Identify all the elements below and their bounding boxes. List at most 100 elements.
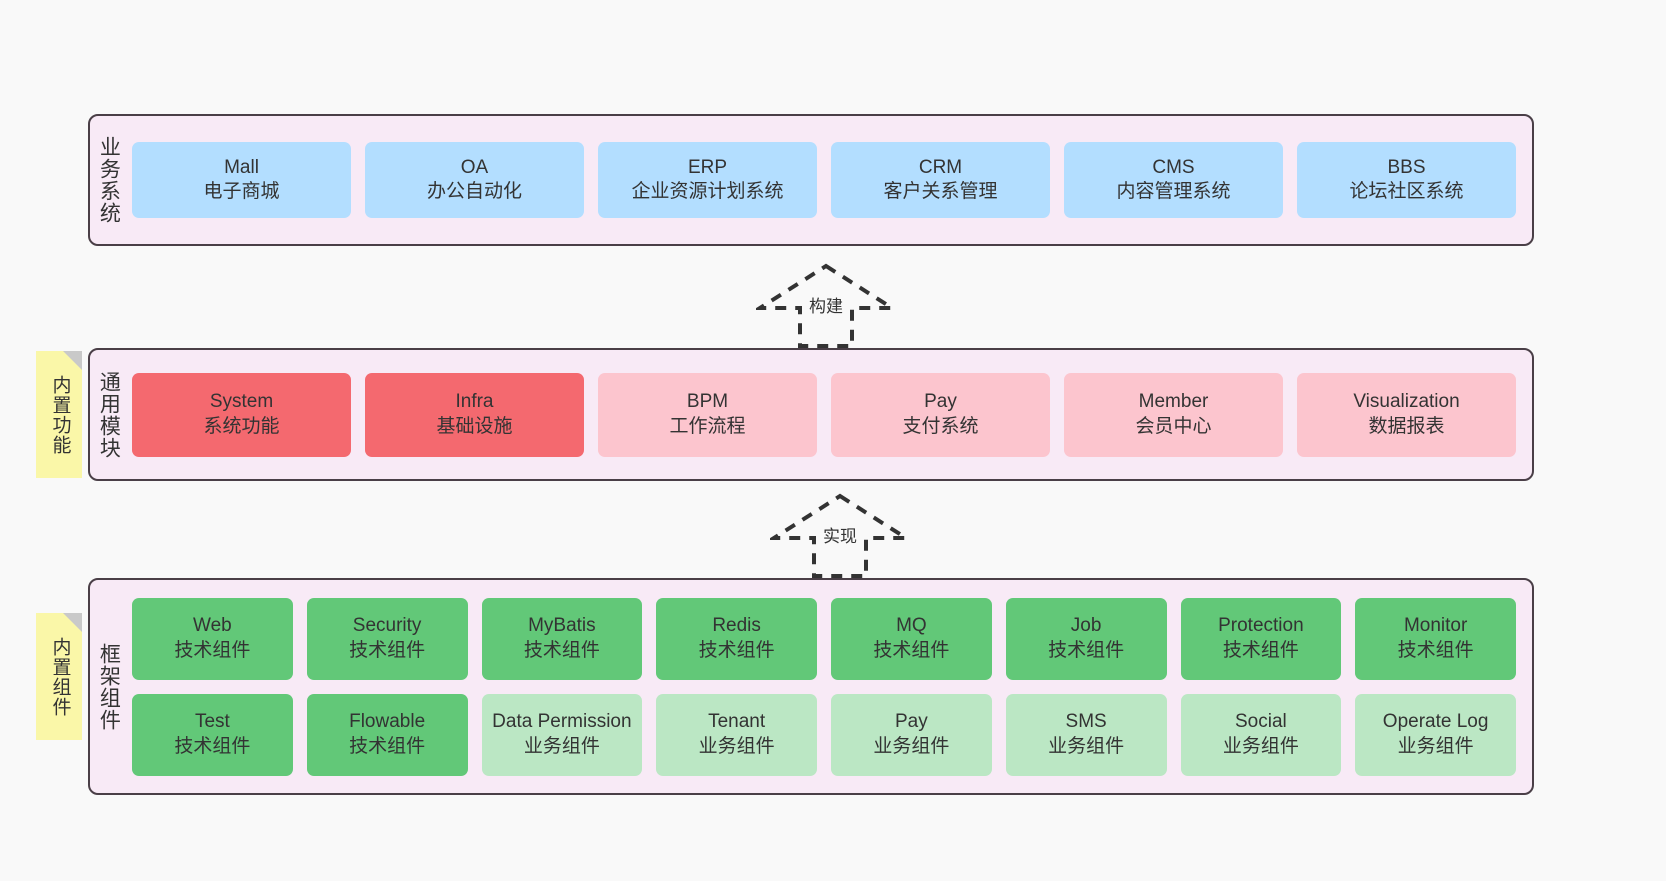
- note-builtin-function: 内置功能: [36, 351, 82, 478]
- business-card-oa[interactable]: OA 办公自动化: [365, 142, 584, 218]
- card-subtitle: 数据报表: [1368, 415, 1445, 437]
- card-title: SMS: [1065, 711, 1107, 733]
- card-subtitle: 电子商城: [203, 181, 280, 202]
- connector-build-icon: [756, 263, 896, 348]
- card-title: Social: [1235, 711, 1287, 733]
- card-subtitle: 技术组件: [523, 639, 600, 661]
- card-title: Protection: [1218, 615, 1304, 637]
- card-title: Test: [194, 711, 230, 733]
- card-subtitle: 支付系统: [902, 415, 979, 437]
- card-subtitle: 技术组件: [1397, 639, 1474, 661]
- card-subtitle: 技术组件: [1222, 639, 1299, 661]
- business-card-mall[interactable]: Mall 电子商城: [132, 142, 351, 218]
- business-system-card-row: Mall 电子商城 OA 办公自动化 ERP 企业资源计划系统 CRM 客户关系管理 CMS 内容…: [132, 142, 1516, 218]
- card-title: BBS: [1387, 156, 1426, 178]
- card-subtitle: 技术组件: [349, 639, 426, 661]
- card-title: Monitor: [1403, 615, 1468, 637]
- card-subtitle: 基础设施: [436, 415, 513, 437]
- note-builtin-component-label: 内置组件: [49, 636, 71, 717]
- card-title: Visualization: [1353, 391, 1460, 413]
- connector-build-arrow: 构建: [756, 262, 896, 348]
- business-system-layer: 业务系统 Mall 电子商城 OA 办公自动化 ERP 企业资源计划系统 CRM 客户关系管理…: [88, 114, 1534, 246]
- business-system-layer-caption: 业务系统: [97, 136, 121, 224]
- card-subtitle: 业务组件: [1048, 735, 1125, 757]
- card-subtitle: 论坛社区系统: [1349, 181, 1464, 202]
- card-subtitle: 会员中心: [1135, 415, 1212, 437]
- card-title: Mall: [224, 156, 259, 178]
- business-card-bbs[interactable]: BBS 论坛社区系统: [1297, 142, 1516, 218]
- common-module-layer-caption: 通用模块: [97, 370, 121, 459]
- card-subtitle: 技术组件: [1048, 639, 1125, 661]
- card-title: CMS: [1152, 156, 1195, 178]
- connector-build-label: 构建: [807, 292, 845, 317]
- card-title: MQ: [896, 615, 927, 637]
- card-subtitle: 技术组件: [873, 639, 950, 661]
- business-system-cards: Mall 电子商城 OA 办公自动化 ERP 企业资源计划系统 CRM 客户关系管理 CMS 内容…: [126, 116, 1532, 244]
- connector-implement-arrow: 实现: [770, 492, 910, 578]
- card-title: Redis: [712, 615, 761, 637]
- card-subtitle: 技术组件: [174, 735, 251, 757]
- card-title: Infra: [455, 391, 494, 413]
- card-title: Job: [1070, 615, 1102, 637]
- card-subtitle: 系统功能: [203, 415, 280, 437]
- card-title: ERP: [687, 156, 728, 178]
- card-title: OA: [460, 156, 489, 178]
- card-subtitle: 客户关系管理: [883, 181, 998, 202]
- business-card-cms[interactable]: CMS 内容管理系统: [1064, 142, 1283, 218]
- card-title: Security: [352, 615, 422, 637]
- business-card-crm[interactable]: CRM 客户关系管理: [831, 142, 1050, 218]
- business-card-erp[interactable]: ERP 企业资源计划系统: [598, 142, 817, 218]
- card-subtitle: 技术组件: [174, 639, 251, 661]
- card-title: CRM: [918, 156, 963, 178]
- note-builtin-component: 内置组件: [36, 613, 82, 740]
- framework-component-layer-caption: 框架组件: [97, 642, 121, 731]
- note-builtin-function-label: 内置功能: [49, 374, 71, 455]
- card-subtitle: 业务组件: [523, 735, 600, 757]
- card-title: Operate Log: [1382, 711, 1489, 733]
- card-title: Pay: [924, 391, 957, 413]
- card-subtitle: 业务组件: [698, 735, 775, 757]
- card-title: Tenant: [708, 711, 766, 733]
- card-subtitle: 业务组件: [873, 735, 950, 757]
- card-subtitle: 企业资源计划系统: [631, 181, 784, 202]
- connector-implement-label: 实现: [821, 522, 859, 547]
- card-title: Data Permission: [492, 711, 632, 733]
- card-subtitle: 技术组件: [349, 735, 426, 757]
- card-subtitle: 办公自动化: [426, 181, 522, 202]
- card-title: Member: [1138, 391, 1209, 413]
- card-title: Flowable: [349, 711, 426, 733]
- card-title: System: [209, 391, 274, 413]
- card-subtitle: 技术组件: [698, 639, 775, 661]
- card-subtitle: 内容管理系统: [1116, 181, 1231, 202]
- card-subtitle: 业务组件: [1222, 735, 1299, 757]
